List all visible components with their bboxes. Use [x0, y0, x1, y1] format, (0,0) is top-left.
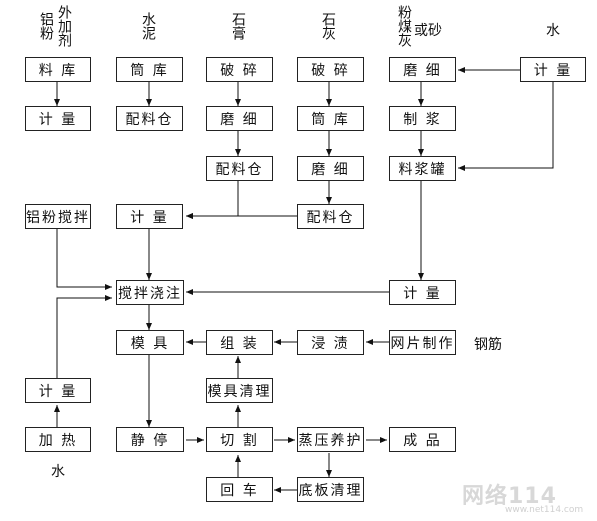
- header-shuini: 水泥: [140, 12, 156, 40]
- label-gangjin: 钢筋: [474, 337, 502, 353]
- box-jiliang-water: 计 量: [520, 57, 586, 82]
- box-huiche: 回 车: [206, 477, 273, 502]
- label-shui-bottom: 水: [51, 464, 65, 480]
- watermark-logo: 网络114: [462, 484, 557, 509]
- box-jiliang-main: 计 量: [116, 204, 183, 229]
- box-peiliaocang-lime: 配料仓: [297, 204, 364, 229]
- box-zhijiang: 制 浆: [389, 106, 456, 131]
- box-jinzi: 浸 渍: [297, 330, 364, 355]
- box-jingting: 静 停: [116, 427, 184, 452]
- arrow-water-liaojiangguan: [458, 82, 554, 171]
- box-qiege: 切 割: [206, 427, 273, 452]
- box-jiliang-slurry: 计 量: [389, 280, 456, 305]
- box-posui-gypsum: 破 碎: [206, 57, 273, 82]
- box-tongku-cement: 筒 库: [116, 57, 183, 82]
- header-huosha: 或砂: [414, 23, 442, 39]
- box-moju: 模 具: [116, 330, 184, 355]
- header-waijiaji: 外加剂: [56, 5, 72, 47]
- box-jiliang-additive: 计 量: [25, 106, 91, 131]
- box-chengpin: 成 品: [389, 427, 456, 452]
- box-peiliaocang-gypsum: 配料仓: [206, 156, 273, 181]
- arrow-jiliang-water-jiaoban: [56, 295, 112, 378]
- box-liaojiangguan: 料浆罐: [389, 156, 456, 181]
- box-moxi-gypsum: 磨 细: [206, 106, 273, 131]
- box-jiare: 加 热: [25, 427, 91, 452]
- watermark-url: www.net114.com: [505, 505, 584, 515]
- box-mojuqingli: 模具清理: [206, 378, 273, 403]
- header-shihui: 石灰: [320, 12, 336, 40]
- header-shigao: 石膏: [230, 12, 246, 40]
- box-jiliang-heat: 计 量: [25, 378, 91, 403]
- box-zuzhuang: 组 装: [206, 330, 273, 355]
- header-fenmeihui: 粉煤灰: [396, 5, 412, 47]
- header-shui: 水: [546, 23, 560, 39]
- box-jiaoban-jiaozhu: 搅拌浇注: [116, 280, 184, 305]
- arrow-lvfen-jiaoban: [56, 229, 112, 290]
- box-wangpian: 网片制作: [389, 330, 456, 355]
- box-moxi-flyash: 磨 细: [389, 57, 456, 82]
- box-peiliaocang-cement: 配料仓: [116, 106, 183, 131]
- box-zhengya: 蒸压养护: [297, 427, 364, 452]
- box-tongku-lime: 筒 库: [297, 106, 364, 131]
- header-lvfen: 铝粉: [38, 12, 54, 40]
- box-diban: 底板清理: [297, 477, 364, 502]
- arrow-peiliaocang3-jiliang: [186, 181, 239, 219]
- box-posui-lime: 破 碎: [297, 57, 364, 82]
- box-lvfen-jiaoban: 铝粉搅拌: [25, 204, 91, 229]
- box-liaoku: 料 库: [25, 57, 91, 82]
- box-moxi-lime: 磨 细: [297, 156, 364, 181]
